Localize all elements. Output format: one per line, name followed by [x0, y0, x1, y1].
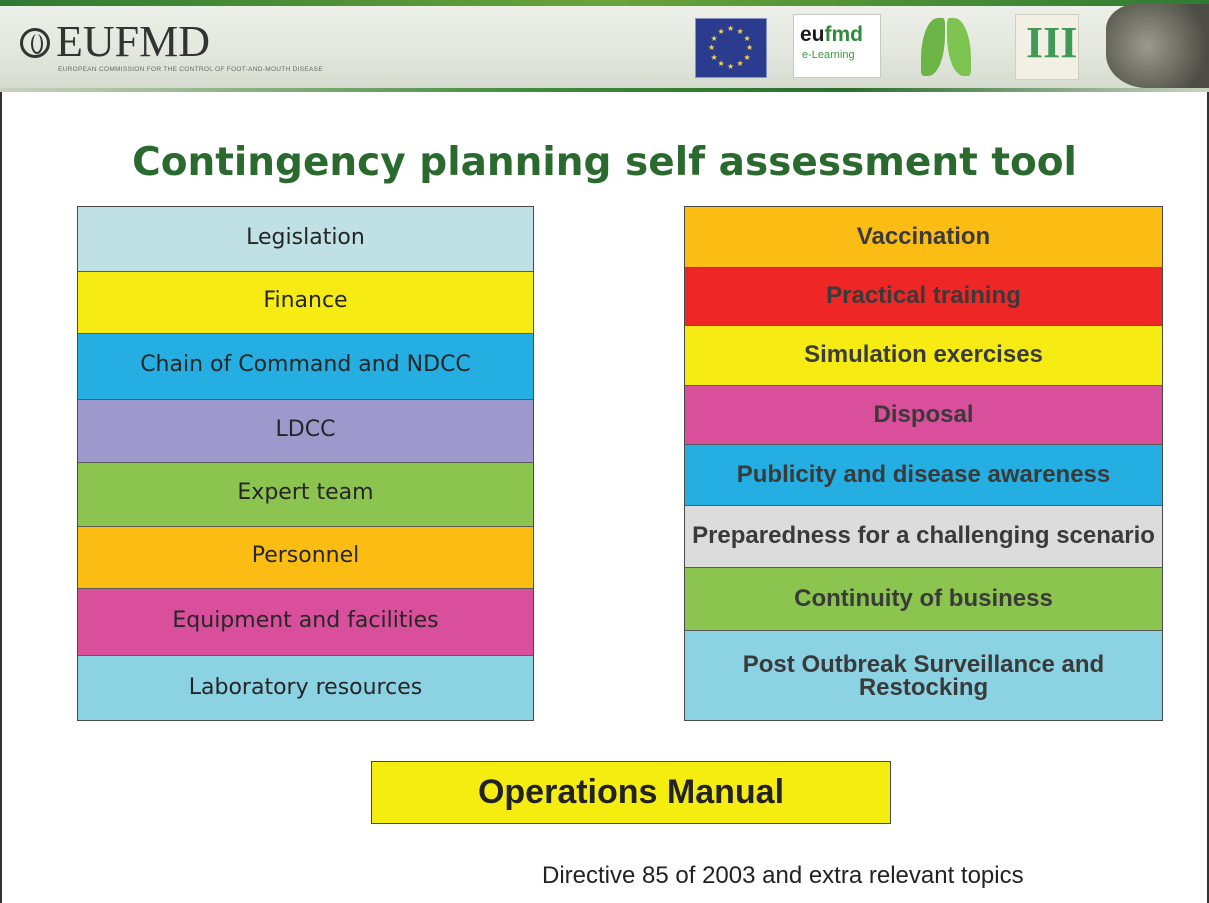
right-topic-row: Post Outbreak Surveillance and Restockin…	[685, 631, 1162, 720]
slide-frame-right	[1207, 0, 1209, 903]
left-topic-row: Chain of Command and NDCC	[78, 334, 533, 400]
right-topic-label: Continuity of business	[794, 584, 1053, 612]
right-topic-label: Vaccination	[856, 222, 991, 250]
left-topic-row: Laboratory resources	[78, 656, 533, 720]
right-topic-row: Continuity of business	[685, 568, 1162, 631]
left-topic-row: Equipment and facilities	[78, 589, 533, 656]
banner-bottom-stripe	[0, 88, 1209, 92]
left-topic-label: Legislation	[246, 224, 365, 250]
left-topic-label: Finance	[263, 288, 348, 313]
eu-star-icon: ★	[727, 24, 735, 33]
right-topic-label: Practical training	[826, 282, 1021, 310]
right-topic-label: Post Outbreak Surveillance and Restockin…	[742, 650, 1105, 701]
left-topic-row: Personnel	[78, 527, 533, 589]
eu-star-icon: ★	[710, 33, 718, 43]
brand-subtitle: EUROPEAN COMMISSION FOR THE CONTROL OF F…	[58, 66, 323, 73]
right-topic-row: Practical training	[685, 268, 1162, 326]
right-topic-label: Simulation exercises	[804, 341, 1043, 369]
eu-star-icon: ★	[746, 43, 754, 52]
right-topic-label: Preparedness for a challenging scenario	[692, 522, 1155, 550]
third-programme-logo: III	[1015, 14, 1079, 80]
slide-title: Contingency planning self assessment too…	[132, 140, 1077, 185]
brand-name: EUFMD	[56, 17, 211, 66]
eu-star-icon: ★	[727, 62, 735, 71]
right-topic-label: Disposal	[873, 400, 974, 428]
right-topic-row: Disposal	[685, 386, 1162, 445]
header-photo-image	[1106, 4, 1209, 88]
elearning-logo-wordmark: eufmd	[800, 23, 864, 46]
slide-frame-left	[0, 0, 2, 903]
elearning-logo-subtitle: e-Learning	[802, 49, 855, 61]
leaf-left-shape	[921, 18, 945, 76]
eu-star-icon: ★	[743, 52, 751, 62]
eu-star-icon: ★	[717, 26, 725, 36]
left-topic-label: Expert team	[237, 480, 374, 505]
right-topic-row: Simulation exercises	[685, 326, 1162, 386]
left-topic-label: Equipment and facilities	[172, 607, 439, 633]
eu-star-icon: ★	[708, 43, 716, 52]
eu-flag-logo: ★★★★★★★★★★★★	[695, 18, 767, 78]
footer-note: Directive 85 of 2003 and extra relevant …	[542, 862, 1024, 889]
eufmd-elearning-logo: eufmd e-Learning	[793, 14, 881, 78]
operations-manual-box: Operations Manual	[371, 761, 891, 824]
left-topic-row: Legislation	[78, 207, 533, 272]
left-topic-row: LDCC	[78, 400, 533, 463]
leaf-logo	[913, 12, 979, 80]
right-topic-label: Publicity and disease awareness	[736, 460, 1111, 488]
header-banner: EUFMD EUROPEAN COMMISSION FOR THE CONTRO…	[0, 0, 1209, 92]
eu-star-icon: ★	[717, 59, 725, 69]
right-topic-row: Preparedness for a challenging scenario	[685, 506, 1162, 568]
right-topic-row: Vaccination	[685, 207, 1162, 268]
leaf-right-shape	[947, 18, 971, 76]
left-topic-row: Expert team	[78, 463, 533, 527]
banner-top-stripe	[0, 0, 1209, 6]
right-topic-row: Publicity and disease awareness	[685, 445, 1162, 506]
left-topic-label: Laboratory resources	[188, 674, 423, 700]
third-logo-numeral: III	[1026, 18, 1078, 67]
eu-star-icon: ★	[743, 33, 751, 43]
eu-star-icon: ★	[710, 52, 718, 62]
fao-emblem-icon	[20, 28, 50, 58]
left-topic-label: Chain of Command and NDCC	[140, 352, 471, 377]
eu-star-icon: ★	[736, 26, 744, 36]
left-topic-row: Finance	[78, 272, 533, 334]
left-topic-label: Personnel	[251, 543, 360, 568]
eu-star-icon: ★	[736, 59, 744, 69]
left-topic-label: LDCC	[275, 416, 336, 442]
